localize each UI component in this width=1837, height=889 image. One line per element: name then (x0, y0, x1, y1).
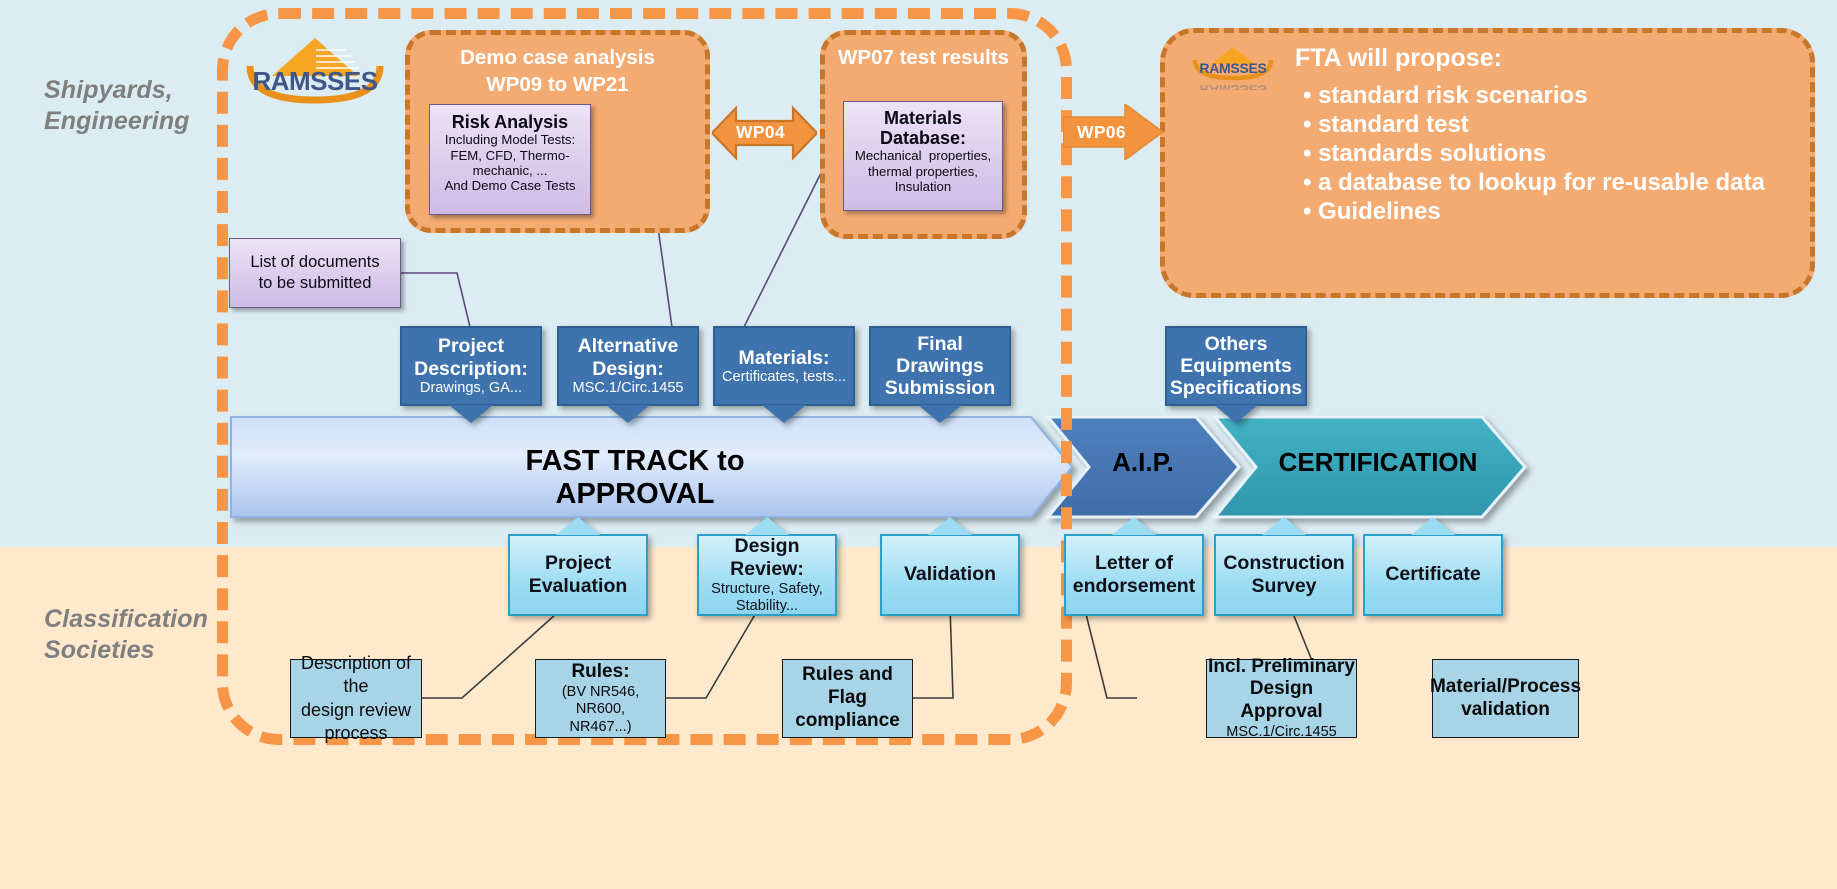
callout-tail (918, 405, 962, 423)
submission-box-sub: Certificates, tests... (721, 368, 847, 385)
callout-tail (1112, 517, 1156, 535)
materials-database-title: Materials Database: (879, 108, 967, 149)
panel-wp07-title: WP07 test results (838, 46, 1009, 69)
reference-box-rules: Rules: (BV NR546, NR600, NR467...) (535, 659, 666, 738)
callout-tail (762, 405, 806, 423)
callout-tail (1262, 517, 1306, 535)
fta-bullet-item: standards solutions (1303, 139, 1803, 168)
process-label-certification: CERTIFICATION (1278, 447, 1478, 477)
fta-bullet-item: standard test (1303, 110, 1803, 139)
process-label-fast-track: FAST TRACK to APPROVAL (525, 445, 745, 510)
submission-box-title: Materials: (738, 346, 830, 369)
fta-heading: FTA will propose: (1295, 44, 1502, 72)
lane-label-classification-line1: Classification (44, 605, 208, 633)
fta-bullet-item: standard risk scenarios (1303, 81, 1803, 110)
reference-box-sub: (BV NR546, NR600, NR467...) (561, 683, 640, 735)
fta-bullet-item: Guidelines (1303, 197, 1803, 226)
risk-analysis-box: Risk Analysis Including Model Tests: FEM… (429, 104, 591, 215)
reference-box-title: Rules: (571, 661, 630, 683)
submission-box-sub: Drawings, GA... (419, 379, 523, 396)
callout-tail (928, 517, 972, 535)
fta-bullet-item: a database to lookup for re-usable data (1303, 168, 1803, 197)
svg-text:RAMSSES: RAMSSES (1199, 82, 1266, 90)
callout-tail (1411, 517, 1455, 535)
callout-tail (449, 405, 493, 423)
review-box-title: Validation (903, 563, 997, 586)
lane-label-shipyards-line1: Shipyards, (44, 76, 173, 104)
callout-tail (606, 405, 650, 423)
review-box-sub: Structure, Safety,Stability... (711, 581, 823, 615)
wp06-arrow-icon (1063, 104, 1163, 160)
lane-label-shipyards: Shipyards, Engineering (44, 75, 234, 138)
process-label-aip: A.I.P. (1112, 447, 1174, 477)
reference-box-design-review-process: Description of the design review process (290, 653, 422, 743)
callout-tail (556, 517, 600, 535)
risk-analysis-title: Risk Analysis (451, 112, 569, 132)
lane-label-classification: Classification Societies (44, 604, 234, 667)
submission-box-materials: Materials: Certificates, tests... (713, 326, 855, 424)
list-of-documents-text: List of documents to be submitted (250, 253, 380, 292)
wp04-label: WP04 (736, 122, 785, 142)
review-box-certificate: Certificate (1363, 516, 1503, 616)
ramsses-logo-small: RAMSSES RAMSSES (1192, 47, 1274, 90)
panel-demo-title: Demo case analysis WP09 to WP21 (460, 46, 655, 97)
ramsses-scope-enclosure (217, 8, 1072, 745)
wp04-double-arrow-icon (712, 105, 817, 161)
lane-label-shipyards-line2: Engineering (44, 107, 190, 136)
svg-text:RAMSSES: RAMSSES (1199, 60, 1266, 76)
list-of-documents-box: List of documents to be submitted (229, 238, 401, 308)
materials-database-subtext: Mechanical properties, thermal propertie… (854, 148, 992, 195)
reference-box-text: Description of the design review process (300, 653, 412, 743)
ramsses-logo: RAMSSES RAMSSES (246, 38, 384, 104)
svg-text:RAMSSES: RAMSSES (252, 66, 377, 96)
review-box-title: Certificate (1385, 563, 1481, 586)
callout-tail (745, 517, 789, 535)
review-box-validation: Validation (880, 516, 1020, 616)
reference-box-sub: MSC.1/Circ.1455 (1226, 724, 1337, 740)
callout-tail (1214, 405, 1258, 423)
fta-bullet-list: standard risk scenarios standard test st… (1303, 81, 1803, 226)
risk-analysis-subtext: Including Model Tests: FEM, CFD, Thermo-… (444, 132, 576, 194)
wp06-label: WP06 (1077, 122, 1126, 142)
materials-database-box: Materials Database: Mechanical propertie… (843, 101, 1003, 211)
lane-label-classification-line2: Societies (44, 636, 155, 665)
submission-box-sub: MSC.1/Circ.1455 (572, 379, 684, 396)
